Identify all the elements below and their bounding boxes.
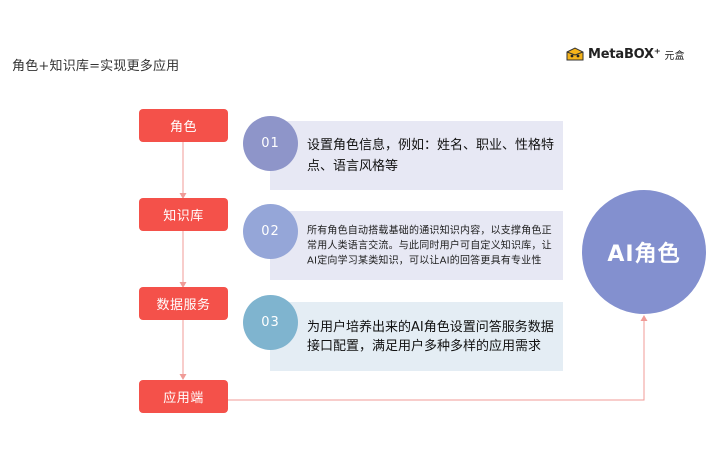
item-02-text: 所有角色自动搭载基础的通识知识内容，以支撑角色正常用人类语言交流。与此同时用户可… [307,225,552,266]
item-01-text: 设置角色信息，例如：姓名、职业、性格特点、语言风格等 [307,137,555,174]
step-knowledge-base-box: 知识库 [139,198,228,231]
brand-name: MetaBOX⁺ [588,46,661,62]
page-title: 角色+知识库=实现更多应用 [12,59,180,74]
connector-app-ai [228,318,645,401]
metabox-logo-icon [566,46,584,62]
step-data-service-box: 数据服务 [139,287,228,320]
step-application-box: 应用端 [139,380,228,413]
arrowhead-ai [640,315,648,321]
item-03-number-badge: 03 [243,295,298,350]
item-01-number-badge: 01 [243,116,298,171]
item-02-number-badge: 02 [243,204,298,259]
ai-role-circle: AI角色 [582,190,706,314]
step-role-box: 角色 [139,109,228,142]
arrowhead-data [179,282,187,288]
item-02-panel: 所有角色自动搭载基础的通识知识内容，以支撑角色正常用人类语言交流。与此同时用户可… [270,211,563,280]
item-03-panel: 为用户培养出来的AI角色设置问答服务数据接口配置，满足用户多种多样的应用需求 [270,302,563,371]
brand-logo: MetaBOX⁺ 元盒 [566,44,685,64]
arrowhead-knowledge [179,193,187,199]
item-03-text: 为用户培养出来的AI角色设置问答服务数据接口配置，满足用户多种多样的应用需求 [307,319,554,354]
brand-subtitle: 元盒 [664,50,685,62]
arrowhead-app [179,374,187,380]
item-01-panel: 设置角色信息，例如：姓名、职业、性格特点、语言风格等 [270,121,563,190]
